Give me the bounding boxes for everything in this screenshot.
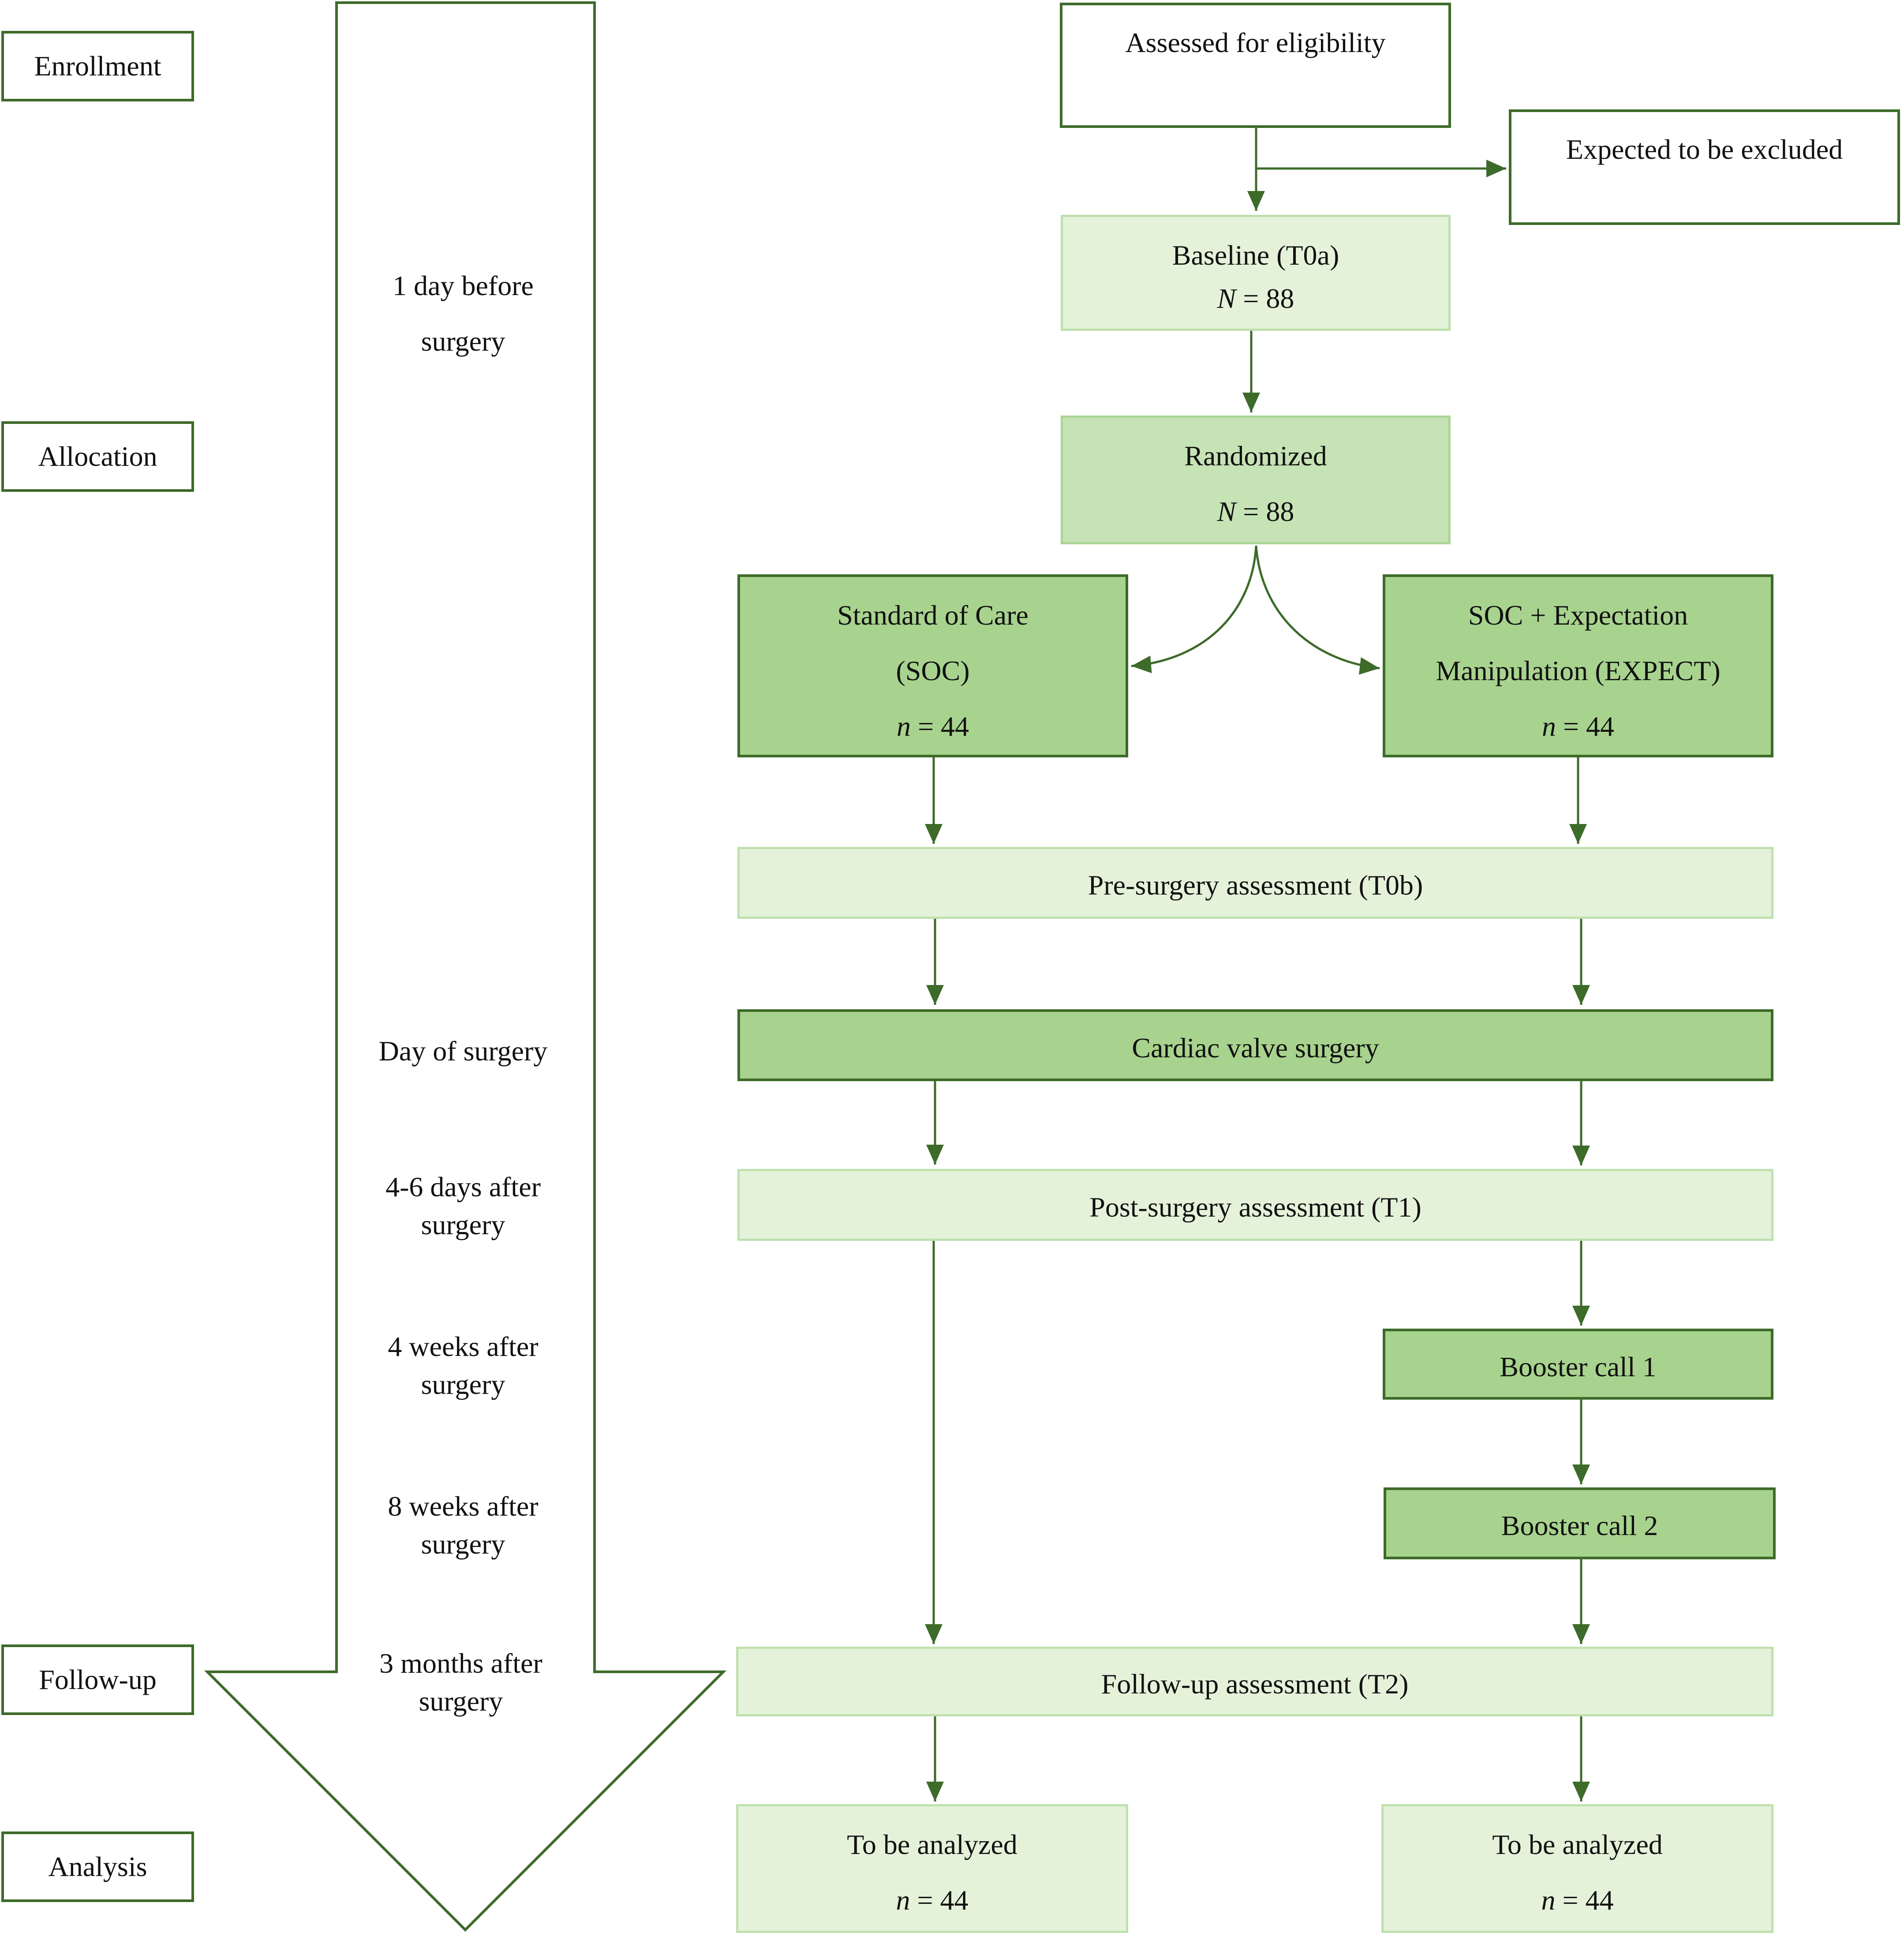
n-symbol: n [896, 1884, 910, 1916]
box-booster2: Booster call 2 [1384, 1487, 1776, 1559]
box-booster1-text: Booster call 1 [1500, 1351, 1657, 1382]
box-analyzed-soc-n: n = 44 [738, 1884, 1126, 1917]
timeline-4-weeks: 4 weeks after surgery [340, 1328, 587, 1404]
box-expect-line2: Manipulation (EXPECT) [1436, 655, 1721, 686]
timeline-4-6-days: 4-6 days after surgery [340, 1168, 587, 1244]
box-baseline-title: Baseline (T0a) [1172, 240, 1339, 271]
box-pre-surgery-text: Pre-surgery assessment (T0b) [1088, 869, 1423, 901]
box-post-surgery-text: Post-surgery assessment (T1) [1089, 1191, 1421, 1223]
stage-follow-up: Follow-up [1, 1644, 194, 1715]
box-expect-n: n = 44 [1385, 710, 1771, 743]
timeline-arrow [204, 1, 727, 1932]
n-symbol: n [896, 711, 911, 742]
box-surgery-text: Cardiac valve surgery [1132, 1032, 1379, 1064]
box-expect-line1: SOC + Expectation [1468, 599, 1688, 631]
timeline-label-line: surgery [421, 326, 505, 357]
timeline-label-line: surgery [419, 1685, 503, 1717]
n-value: = 88 [1236, 496, 1294, 527]
box-excluded: Expected to be excluded [1509, 109, 1900, 225]
box-eligibility: Assessed for eligibility [1060, 3, 1451, 128]
box-follow-up-text: Follow-up assessment (T2) [1101, 1668, 1409, 1700]
box-surgery: Cardiac valve surgery [737, 1009, 1773, 1081]
stage-enrollment-label: Enrollment [34, 50, 161, 82]
box-soc-n: n = 44 [740, 710, 1126, 743]
timeline-label-line: 4-6 days after [385, 1171, 541, 1202]
box-analyzed-expect-n: n = 44 [1384, 1884, 1771, 1917]
box-expect: SOC + Expectation Manipulation (EXPECT) … [1383, 574, 1773, 757]
stage-analysis: Analysis [1, 1831, 194, 1902]
timeline-label-line: surgery [421, 1209, 505, 1240]
box-analyzed-soc: To be analyzed n = 44 [736, 1804, 1128, 1933]
box-post-surgery: Post-surgery assessment (T1) [737, 1169, 1773, 1241]
box-randomized-title: Randomized [1184, 440, 1327, 472]
box-randomized: Randomized N = 88 [1061, 416, 1451, 544]
box-baseline-n: N = 88 [1063, 282, 1448, 315]
box-soc-line2: (SOC) [896, 655, 970, 686]
timeline-3-months: 3 months after surgery [337, 1644, 584, 1720]
box-eligibility-text: Assessed for eligibility [1125, 27, 1386, 58]
box-analyzed-expect-title: To be analyzed [1492, 1829, 1663, 1860]
timeline-label-line: surgery [421, 1528, 505, 1560]
timeline-label-line: surgery [421, 1369, 505, 1400]
stage-enrollment: Enrollment [1, 31, 194, 101]
stage-allocation: Allocation [1, 421, 194, 492]
n-value: = 44 [910, 711, 969, 742]
box-pre-surgery: Pre-surgery assessment (T0b) [737, 847, 1773, 919]
box-analyzed-soc-title: To be analyzed [847, 1829, 1017, 1860]
stage-allocation-label: Allocation [38, 441, 157, 472]
n-symbol: n [1541, 711, 1556, 742]
n-value: = 44 [1556, 711, 1615, 742]
timeline-label-line: 1 day before [393, 270, 534, 301]
arrow-randomized-soc [1131, 545, 1257, 674]
box-booster1: Booster call 1 [1383, 1329, 1773, 1400]
timeline-label-line: 3 months after [379, 1648, 542, 1679]
box-follow-up: Follow-up assessment (T2) [736, 1647, 1773, 1716]
timeline-8-weeks: 8 weeks after surgery [340, 1487, 587, 1563]
n-value: = 88 [1236, 283, 1294, 314]
timeline-label-line: 8 weeks after [388, 1491, 539, 1522]
arrow-randomized-expect [1255, 545, 1380, 675]
box-baseline: Baseline (T0a) N = 88 [1061, 215, 1451, 331]
n-symbol: N [1217, 283, 1236, 314]
timeline-1-day-before: 1 day before surgery [340, 258, 587, 369]
timeline-label-line: Day of surgery [378, 1035, 548, 1067]
n-symbol: n [1541, 1884, 1556, 1916]
stage-analysis-label: Analysis [48, 1851, 147, 1882]
box-analyzed-expect: To be analyzed n = 44 [1381, 1804, 1773, 1933]
box-randomized-n: N = 88 [1063, 495, 1448, 528]
timeline-day-of-surgery: Day of surgery [340, 1032, 587, 1070]
n-value: = 44 [910, 1884, 969, 1916]
n-symbol: N [1217, 496, 1236, 527]
box-booster2-text: Booster call 2 [1501, 1510, 1658, 1541]
box-excluded-text: Expected to be excluded [1566, 134, 1843, 165]
n-value: = 44 [1555, 1884, 1614, 1916]
box-soc: Standard of Care (SOC) n = 44 [737, 574, 1128, 757]
timeline-label-line: 4 weeks after [388, 1331, 539, 1362]
stage-follow-up-label: Follow-up [39, 1664, 157, 1695]
box-soc-line1: Standard of Care [837, 599, 1029, 631]
